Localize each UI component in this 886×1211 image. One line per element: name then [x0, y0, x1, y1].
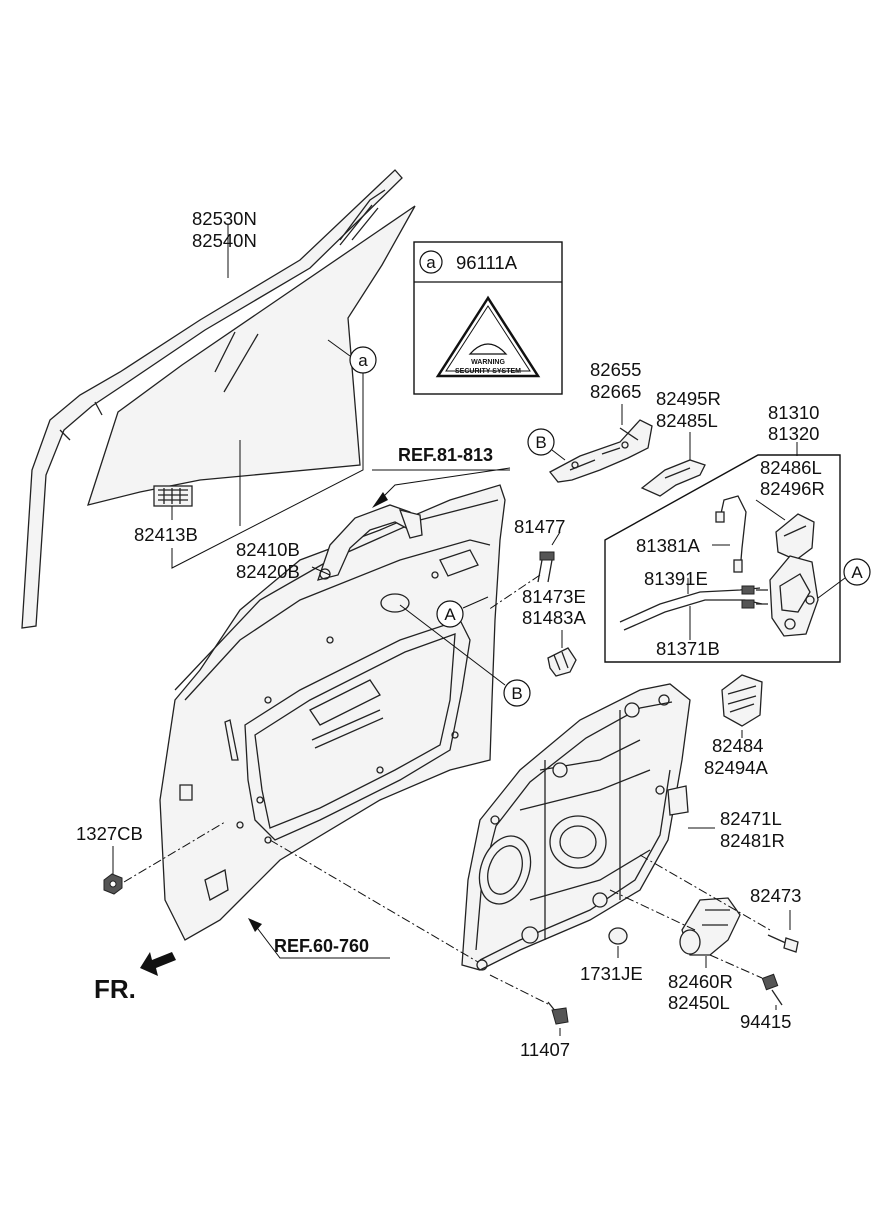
bolt-11407 — [547, 1001, 569, 1025]
label-81310: 81310 — [768, 402, 819, 423]
label-82494a: 82494A — [704, 757, 768, 778]
bracket-81473e — [547, 647, 577, 677]
label-ref-81-813: REF.81-813 — [398, 445, 493, 465]
label-81483a: 81483A — [522, 607, 586, 628]
latch-cover — [775, 513, 815, 561]
label-82485l: 82485L — [656, 410, 718, 431]
callout-b-lower-text: B — [511, 684, 522, 703]
callout-b-upper-text: B — [535, 433, 546, 452]
label-82665: 82665 — [590, 381, 641, 402]
warning-title-text: WARNING — [471, 359, 505, 366]
label-81381a: 81381A — [636, 535, 700, 556]
callout-a-upper — [436, 600, 464, 628]
glass-run-channel — [21, 169, 403, 629]
label-96111a: 96111A — [456, 252, 518, 273]
label-11407: 11407 — [520, 1039, 570, 1060]
label-82530n: 82530N — [192, 208, 257, 229]
outside-handle — [316, 504, 423, 581]
ref-81-813-leader — [379, 467, 511, 501]
screw-94415 — [761, 973, 783, 1006]
label-ref-60-760: REF.60-760 — [274, 936, 369, 956]
label-81477: 81477 — [514, 516, 565, 537]
ref-60-760-arrow-icon — [248, 918, 262, 932]
label-82540n: 82540N — [192, 230, 257, 251]
callout-a-latch-text: A — [851, 563, 863, 582]
warning-triangle-icon — [435, 295, 541, 378]
label-box-marker-text: a — [426, 253, 436, 272]
label-81391e: 81391E — [644, 568, 708, 589]
nut-1327cb — [103, 873, 123, 895]
callout-b-upper — [527, 428, 555, 456]
label-82486l: 82486L — [760, 457, 822, 478]
latch-group-box — [604, 454, 841, 663]
label-82655: 82655 — [590, 359, 641, 380]
glass-clip — [153, 485, 193, 507]
label-1327cb: 1327CB — [76, 823, 143, 844]
door-latch — [769, 555, 819, 637]
car-icon — [468, 343, 508, 355]
label-1731je: 1731JE — [580, 963, 643, 984]
rod-81381a — [715, 495, 747, 573]
door-panel — [159, 484, 506, 941]
label-82495r: 82495R — [656, 388, 721, 409]
label-81320: 81320 — [768, 423, 819, 444]
cables — [619, 585, 768, 631]
bolt-82473 — [767, 934, 799, 953]
handle-cover — [640, 459, 706, 497]
callout-a-marker — [419, 250, 443, 274]
front-arrow-icon — [140, 952, 176, 976]
label-82481r: 82481R — [720, 830, 785, 851]
bracket-82484 — [721, 674, 763, 727]
label-82471l: 82471L — [720, 808, 782, 829]
regulator-motor — [679, 897, 741, 956]
callout-a-upper-text: A — [444, 605, 456, 624]
handle-frame — [549, 419, 653, 483]
cap-1731je — [608, 927, 628, 945]
regulator-module — [461, 683, 691, 971]
label-82460r: 82460R — [668, 971, 733, 992]
ref-60-760-leader — [254, 924, 390, 959]
warning-subtitle-text: SECURITY SYSTEM — [455, 368, 521, 375]
label-82420b: 82420B — [236, 561, 300, 582]
label-82413b: 82413B — [134, 524, 198, 545]
label-81371b: 81371B — [656, 638, 720, 659]
callout-b-lower — [503, 679, 531, 707]
label-82410b: 82410B — [236, 539, 300, 560]
label-82450l: 82450L — [668, 992, 730, 1013]
label-front: FR. — [94, 974, 136, 1004]
label-82484: 82484 — [712, 735, 763, 756]
label-82496r: 82496R — [760, 478, 825, 499]
ref-81-813-arrow-icon — [372, 492, 388, 508]
label-82473: 82473 — [750, 885, 801, 906]
label-81473e: 81473E — [522, 586, 586, 607]
callout-a-latch — [843, 558, 871, 586]
label-94415: 94415 — [740, 1011, 791, 1032]
screw-81477 — [537, 551, 555, 583]
label-box: a 96111A WARNING SECURITY SYSTEM — [413, 241, 563, 395]
callout-a-text: a — [358, 351, 368, 370]
